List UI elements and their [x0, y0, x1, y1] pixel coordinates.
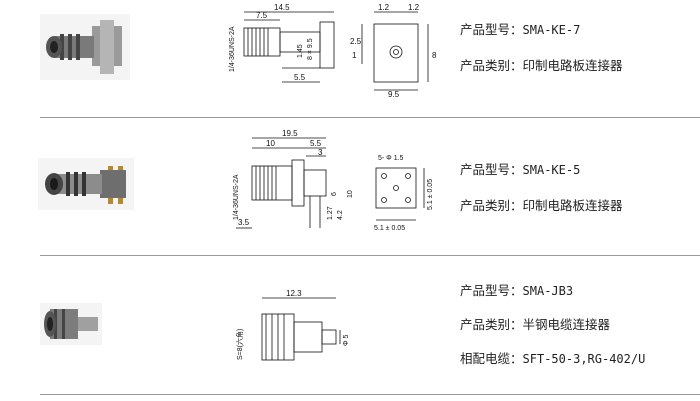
type-line: 产品类别：印制电路板连接器	[460, 198, 623, 214]
model-line: 产品型号：SMA-KE-7	[460, 22, 580, 38]
model-label: 产品型号：	[460, 283, 523, 298]
dimension-drawing-sma-ke-5: 19.5 10 5.5 3 1/4-36UNS-2A 1.27 4.2 10 6…	[226, 128, 434, 240]
dim-v4: 1	[352, 51, 357, 60]
type-line: 产品类别：半钢电缆连接器	[460, 317, 610, 333]
dim-top-d: 3	[318, 148, 323, 157]
model-line: 产品型号：SMA-JB3	[460, 283, 573, 299]
type-label: 产品类别：	[460, 198, 523, 213]
row-divider	[40, 117, 700, 118]
dim-top-a: 12.3	[286, 289, 302, 298]
row-divider	[40, 394, 700, 395]
product-photo-sma-jb3	[40, 303, 102, 349]
dim-bot-b: 9.5	[388, 90, 400, 98]
type-value: 半钢电缆连接器	[522, 317, 611, 332]
model-value: SMA-KE-5	[522, 163, 581, 177]
dim-bot-a: 3.5	[238, 218, 250, 227]
cable-value: SFT-50-3,RG-402/U	[522, 352, 646, 366]
model-label: 产品型号：	[460, 22, 523, 37]
dimension-drawing-sma-ke-7: 14.5 7.5 1.2 1.2 1/4-36UNS-2A 1.45 8 × 9…	[222, 2, 444, 102]
dim-top-b: 7.5	[256, 11, 268, 20]
dim-right: 5.1 ± 0.05	[427, 179, 434, 210]
dim-top-c: 5.5	[310, 139, 322, 148]
type-line: 产品类别：印制电路板连接器	[460, 58, 623, 74]
dim-v3: 10	[347, 190, 354, 198]
dim-top-c: 1.2	[378, 3, 390, 12]
model-value: SMA-JB3	[522, 284, 574, 298]
dimension-drawing-sma-jb3: 12.3 S=8(六角) Φ 5	[228, 284, 350, 380]
product-photo-sma-ke-5	[38, 158, 134, 214]
dim-holes: 5- Φ 1.5	[378, 155, 404, 162]
dim-v3: 2.5	[350, 37, 362, 46]
dim-v2: 4.2	[337, 210, 344, 220]
dim-v4: 6	[331, 192, 338, 196]
dim-v2: 8 × 9.5	[307, 38, 314, 60]
model-value: SMA-KE-7	[522, 23, 581, 37]
dim-bot-a: 5.5	[294, 73, 306, 82]
dim-top-d: 1.2	[408, 3, 420, 12]
type-value: 印制电路板连接器	[522, 58, 623, 73]
dim-side-thread: 1/4-36UNS-2A	[229, 26, 236, 72]
dim-v1: 1.45	[297, 44, 304, 58]
dim-top-b: 10	[266, 139, 275, 148]
model-label: 产品型号：	[460, 162, 523, 177]
cable-line: 相配电缆：SFT-50-3,RG-402/U	[460, 351, 645, 367]
type-value: 印制电路板连接器	[522, 198, 623, 213]
type-label: 产品类别：	[460, 58, 523, 73]
dim-top-a: 14.5	[274, 3, 290, 12]
dim-side-hex: S=8(六角)	[235, 329, 244, 360]
product-photo-sma-ke-7	[40, 14, 130, 84]
model-line: 产品型号：SMA-KE-5	[460, 162, 580, 178]
dim-right: Φ 5	[343, 334, 350, 346]
dim-side-thread: 1/4-36UNS-2A	[233, 174, 240, 220]
row-divider	[40, 255, 700, 256]
dim-v1: 1.27	[327, 206, 334, 220]
dim-top-a: 19.5	[282, 129, 298, 138]
type-label: 产品类别：	[460, 317, 523, 332]
dim-bot-b: 5.1 ± 0.05	[374, 225, 405, 232]
dim-right: 8	[432, 51, 437, 60]
cable-label: 相配电缆：	[460, 351, 523, 366]
